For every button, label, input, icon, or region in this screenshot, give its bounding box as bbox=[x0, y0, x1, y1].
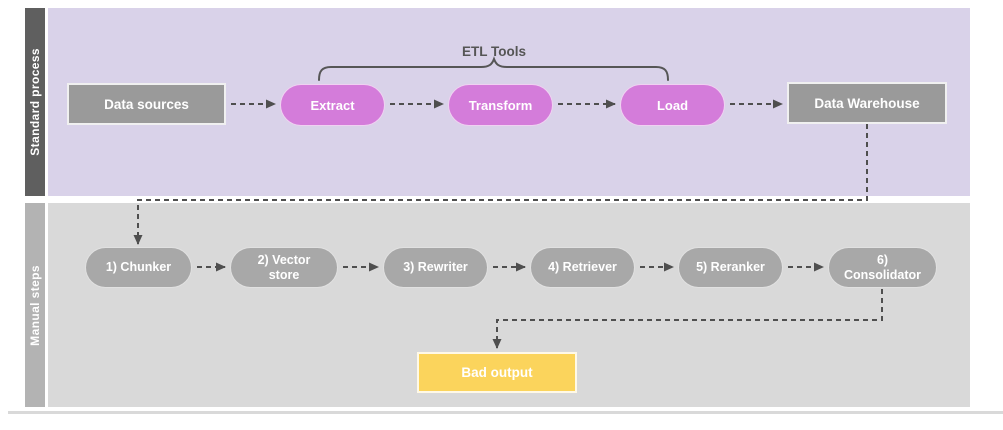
node-data-sources: Data sources bbox=[67, 83, 226, 125]
node-bad-output-label: Bad output bbox=[461, 365, 533, 380]
standard-process-lane-label: Standard process bbox=[28, 48, 42, 156]
node-vector-store: 2) Vector store bbox=[230, 247, 338, 288]
node-retriever-label: 4) Retriever bbox=[548, 260, 617, 274]
node-rewriter: 3) Rewriter bbox=[383, 247, 488, 288]
node-consolidator: 6) Consolidator bbox=[828, 247, 937, 288]
node-retriever: 4) Retriever bbox=[530, 247, 635, 288]
node-chunker: 1) Chunker bbox=[85, 247, 192, 288]
standard-process-lane-bar: Standard process bbox=[25, 8, 45, 196]
node-transform: Transform bbox=[448, 84, 553, 126]
node-chunker-label: 1) Chunker bbox=[105, 260, 172, 274]
node-load-label: Load bbox=[656, 97, 689, 113]
node-extract-label: Extract bbox=[310, 97, 355, 113]
etl-tools-label: ETL Tools bbox=[462, 44, 526, 59]
node-consolidator-label: 6) Consolidator bbox=[843, 252, 922, 282]
bottom-divider-line bbox=[8, 411, 1003, 414]
node-data-warehouse-label: Data Warehouse bbox=[814, 95, 920, 111]
node-reranker-label: 5) Reranker bbox=[696, 260, 765, 274]
node-transform-label: Transform bbox=[468, 97, 533, 113]
node-data-sources-label: Data sources bbox=[104, 96, 189, 112]
node-rewriter-label: 3) Rewriter bbox=[403, 260, 468, 274]
node-load: Load bbox=[620, 84, 725, 126]
node-bad-output: Bad output bbox=[417, 352, 577, 393]
manual-steps-lane-label: Manual steps bbox=[28, 264, 42, 346]
manual-steps-lane-bar: Manual steps bbox=[25, 203, 45, 407]
node-reranker: 5) Reranker bbox=[678, 247, 783, 288]
node-extract: Extract bbox=[280, 84, 385, 126]
node-vector-store-label: 2) Vector store bbox=[257, 252, 311, 282]
node-data-warehouse: Data Warehouse bbox=[787, 82, 947, 124]
